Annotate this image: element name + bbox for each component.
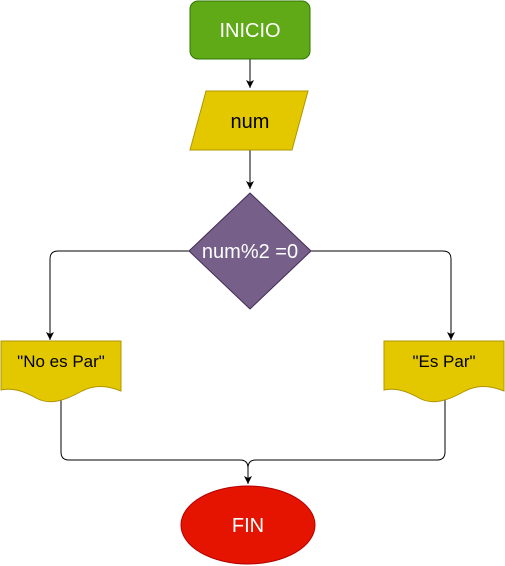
start-node-shape	[189, 0, 311, 60]
decision-node: num%2 =0	[188, 192, 312, 310]
end-node-shape	[180, 485, 316, 565]
input-node-shape	[189, 90, 309, 151]
start-node-label: INICIO	[219, 20, 280, 42]
connectors	[46, 59, 455, 484]
end-node: FIN	[180, 485, 316, 565]
output-no-node-shape	[0, 340, 122, 403]
output-yes-node-label: "Es Par"	[412, 352, 475, 371]
output-no-node: "No es Par"	[0, 340, 122, 403]
edge-yes-to-end	[247, 400, 446, 469]
edge-decision-to-no	[46, 250, 189, 340]
input-node: num	[189, 90, 309, 151]
decision-node-shape	[188, 192, 312, 310]
end-node-label: FIN	[232, 515, 264, 537]
start-node: INICIO	[189, 0, 311, 60]
output-yes-node-shape	[383, 340, 505, 403]
edge-no-to-end	[60, 400, 252, 484]
output-no-node-label: "No es Par"	[17, 352, 105, 371]
input-node-label: num	[231, 111, 270, 133]
edge-decision-to-yes	[311, 250, 455, 340]
decision-node-label: num%2 =0	[202, 241, 298, 263]
output-yes-node: "Es Par"	[383, 340, 505, 403]
